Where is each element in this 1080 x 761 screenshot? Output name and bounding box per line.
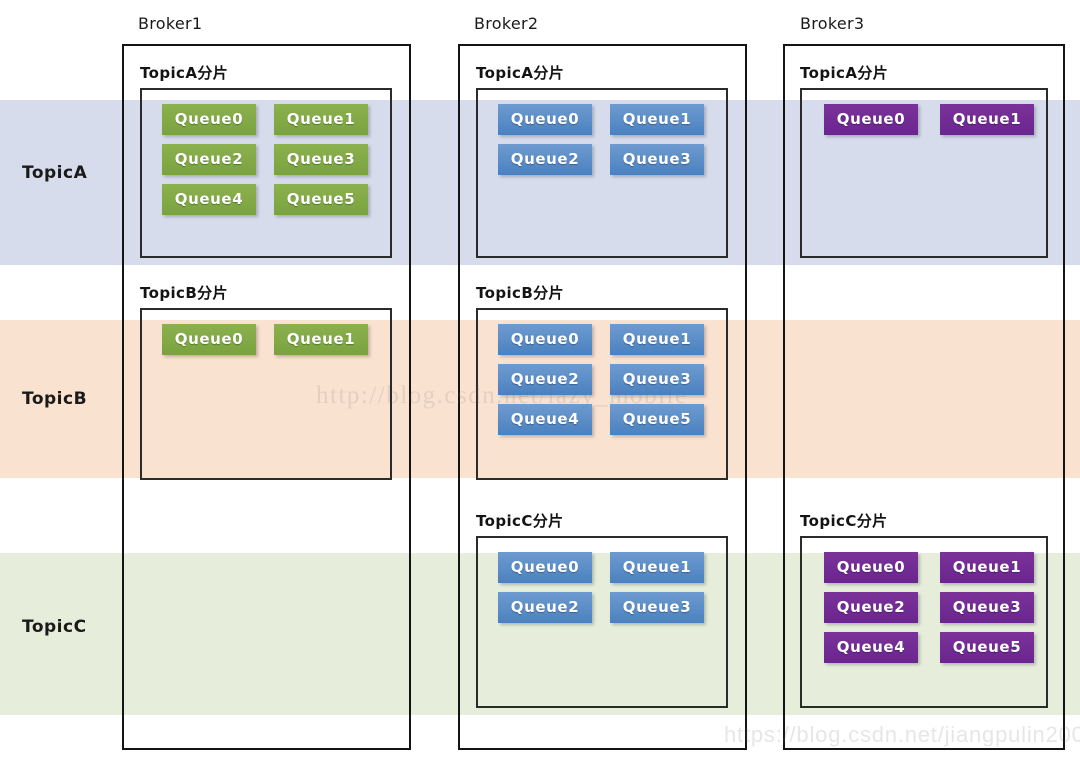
queue-cell[interactable]: Queue1 bbox=[610, 324, 704, 355]
shard-box-broker2-topica: Queue0 Queue1 Queue2 Queue3 bbox=[476, 88, 728, 258]
queue-cell[interactable]: Queue3 bbox=[610, 144, 704, 175]
topic-label-topica: TopicA bbox=[22, 163, 88, 183]
queue-cell[interactable]: Queue0 bbox=[162, 104, 256, 135]
topic-label-topicb: TopicB bbox=[22, 389, 88, 409]
queue-cell[interactable]: Queue2 bbox=[498, 364, 592, 395]
broker-box-broker3 bbox=[783, 44, 1065, 750]
shard-title-broker2-topicb: TopicB分片 bbox=[476, 284, 564, 302]
queue-cell[interactable]: Queue4 bbox=[162, 184, 256, 215]
queue-cell[interactable]: Queue0 bbox=[498, 104, 592, 135]
queue-cell[interactable]: Queue0 bbox=[824, 552, 918, 583]
queue-cell[interactable]: Queue0 bbox=[162, 324, 256, 355]
queue-cell[interactable]: Queue4 bbox=[498, 404, 592, 435]
shard-broker1-topicb: TopicB分片 Queue0 Queue1 bbox=[140, 282, 392, 480]
shard-broker2-topicc: TopicC分片 Queue0 Queue1 Queue2 Queue3 bbox=[476, 510, 728, 708]
shard-box-broker1-topica: Queue0 Queue1 Queue2 Queue3 Queue4 Queue… bbox=[140, 88, 392, 258]
queue-cell[interactable]: Queue1 bbox=[610, 552, 704, 583]
queue-cell[interactable]: Queue3 bbox=[274, 144, 368, 175]
queue-cell[interactable]: Queue4 bbox=[824, 632, 918, 663]
shard-broker1-topica: TopicA分片 Queue0 Queue1 Queue2 Queue3 Que… bbox=[140, 62, 392, 258]
shard-box-broker3-topica: Queue0 Queue1 bbox=[800, 88, 1048, 258]
queue-cell[interactable]: Queue0 bbox=[498, 552, 592, 583]
queue-cell[interactable]: Queue3 bbox=[610, 364, 704, 395]
queue-cell[interactable]: Queue2 bbox=[824, 592, 918, 623]
queue-cell[interactable]: Queue5 bbox=[610, 404, 704, 435]
queue-cell[interactable]: Queue1 bbox=[940, 104, 1034, 135]
queue-cell[interactable]: Queue5 bbox=[940, 632, 1034, 663]
queue-grid-broker2-topicc: Queue0 Queue1 Queue2 Queue3 bbox=[498, 552, 704, 623]
broker-title-broker2: Broker2 bbox=[474, 14, 539, 33]
queue-cell[interactable]: Queue1 bbox=[940, 552, 1034, 583]
queue-grid-broker2-topicb: Queue0 Queue1 Queue2 Queue3 Queue4 Queue… bbox=[498, 324, 704, 435]
shard-broker2-topica: TopicA分片 Queue0 Queue1 Queue2 Queue3 bbox=[476, 62, 728, 258]
shard-title-broker3-topicc: TopicC分片 bbox=[800, 512, 888, 530]
queue-cell[interactable]: Queue3 bbox=[940, 592, 1034, 623]
queue-cell[interactable]: Queue2 bbox=[162, 144, 256, 175]
shard-broker2-topicb: TopicB分片 Queue0 Queue1 Queue2 Queue3 Que… bbox=[476, 282, 728, 480]
topic-label-topicc: TopicC bbox=[22, 617, 87, 637]
queue-cell[interactable]: Queue3 bbox=[610, 592, 704, 623]
queue-cell[interactable]: Queue2 bbox=[498, 592, 592, 623]
queue-grid-broker2-topica: Queue0 Queue1 Queue2 Queue3 bbox=[498, 104, 704, 175]
queue-cell[interactable]: Queue1 bbox=[274, 324, 368, 355]
shard-box-broker2-topicc: Queue0 Queue1 Queue2 Queue3 bbox=[476, 536, 728, 708]
queue-cell[interactable]: Queue0 bbox=[824, 104, 918, 135]
queue-grid-broker3-topica: Queue0 Queue1 bbox=[824, 104, 1034, 135]
queue-grid-broker3-topicc: Queue0 Queue1 Queue2 Queue3 Queue4 Queue… bbox=[824, 552, 1034, 663]
shard-title-broker1-topicb: TopicB分片 bbox=[140, 284, 228, 302]
queue-grid-broker1-topica: Queue0 Queue1 Queue2 Queue3 Queue4 Queue… bbox=[162, 104, 368, 215]
queue-cell[interactable]: Queue1 bbox=[610, 104, 704, 135]
broker-box-broker1 bbox=[122, 44, 411, 750]
shard-title-broker3-topica: TopicA分片 bbox=[800, 64, 889, 82]
shard-broker3-topicc: TopicC分片 Queue0 Queue1 Queue2 Queue3 Que… bbox=[800, 510, 1048, 708]
broker-box-broker2 bbox=[458, 44, 747, 750]
queue-grid-broker1-topicb: Queue0 Queue1 bbox=[162, 324, 368, 355]
queue-cell[interactable]: Queue1 bbox=[274, 104, 368, 135]
shard-title-broker1-topica: TopicA分片 bbox=[140, 64, 229, 82]
shard-title-broker2-topicc: TopicC分片 bbox=[476, 512, 564, 530]
shard-broker3-topica: TopicA分片 Queue0 Queue1 bbox=[800, 62, 1048, 258]
queue-cell[interactable]: Queue2 bbox=[498, 144, 592, 175]
shard-box-broker2-topicb: Queue0 Queue1 Queue2 Queue3 Queue4 Queue… bbox=[476, 308, 728, 480]
queue-cell[interactable]: Queue5 bbox=[274, 184, 368, 215]
shard-box-broker3-topicc: Queue0 Queue1 Queue2 Queue3 Queue4 Queue… bbox=[800, 536, 1048, 708]
shard-box-broker1-topicb: Queue0 Queue1 bbox=[140, 308, 392, 480]
broker-title-broker3: Broker3 bbox=[800, 14, 865, 33]
queue-cell[interactable]: Queue0 bbox=[498, 324, 592, 355]
broker-title-broker1: Broker1 bbox=[138, 14, 203, 33]
shard-title-broker2-topica: TopicA分片 bbox=[476, 64, 565, 82]
